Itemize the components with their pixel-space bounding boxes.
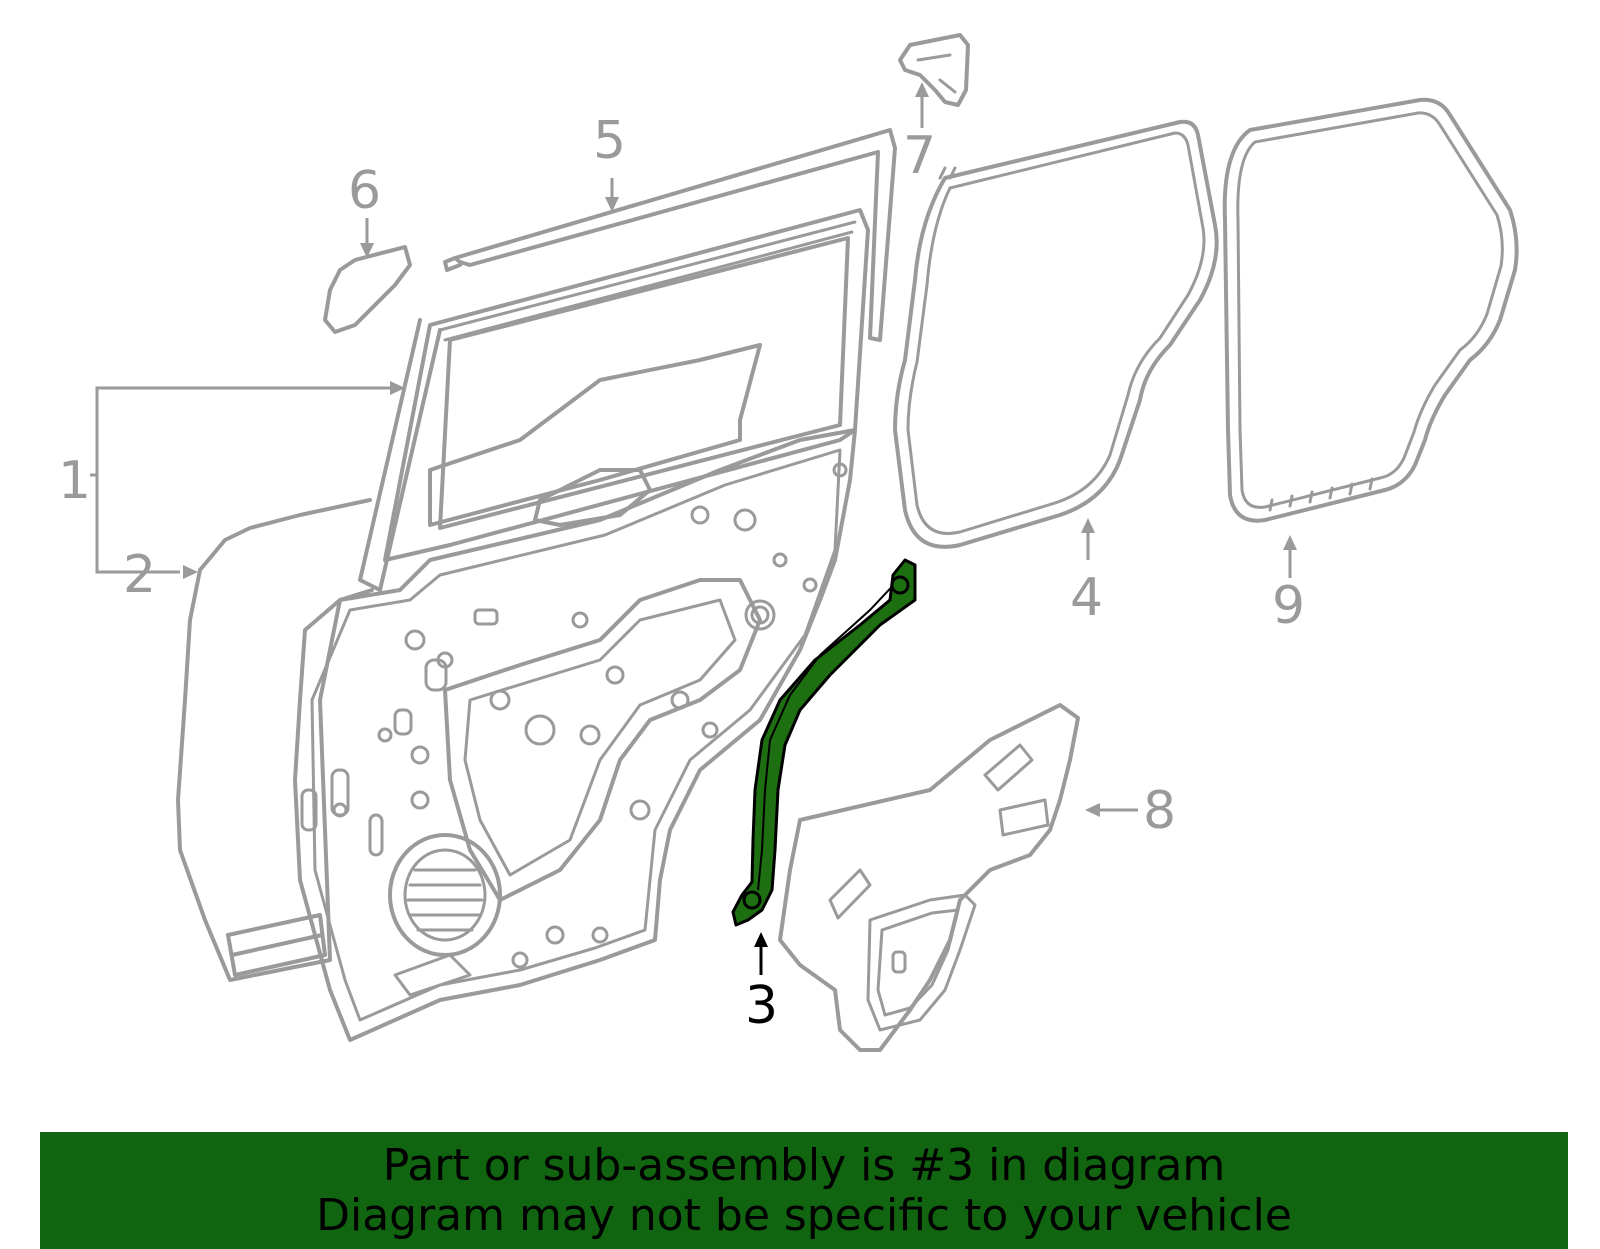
parts-diagram: 1 2 3 4 5 6 7 8 9 <box>58 33 1519 1052</box>
handle-recess <box>533 468 652 527</box>
cover-inner-opening-2 <box>876 908 960 1017</box>
corner-bracket-detail <box>916 53 957 94</box>
callout-8: 8 <box>1143 781 1176 841</box>
callout-3: 3 <box>745 976 778 1036</box>
frame-top-rib <box>438 220 857 342</box>
door-assembly <box>176 208 870 1042</box>
banner-line-1: Part or sub-assembly is #3 in diagram <box>382 1139 1226 1191</box>
cover-window-3 <box>828 868 872 920</box>
access-hole-inner <box>463 598 737 877</box>
corner-bracket <box>898 33 970 107</box>
window-frame-inner <box>438 236 850 530</box>
door-glass <box>428 343 762 527</box>
speaker-opening-inner <box>403 848 487 942</box>
body-weatherstrip <box>1222 97 1519 523</box>
service-hole-cover <box>778 703 1080 1052</box>
callout-4: 4 <box>1070 568 1103 628</box>
door-weatherstrip-inner <box>906 131 1206 535</box>
callout-1: 1 <box>58 451 91 511</box>
callout-5: 5 <box>593 111 626 171</box>
body-weatherstrip-inner <box>1236 111 1504 509</box>
cap-part <box>323 245 412 334</box>
callout-7: 7 <box>903 126 936 186</box>
banner-line-2: Diagram may not be specific to your vehi… <box>316 1189 1292 1241</box>
part-3-hole-top <box>890 575 910 595</box>
cover-clip-slot <box>891 950 907 974</box>
access-hole-large <box>443 578 762 902</box>
leader-lines <box>90 82 1297 975</box>
speaker-grille <box>406 868 484 932</box>
callout-labels: 1 2 3 4 5 6 7 8 9 <box>58 111 1305 1036</box>
part-3-rib <box>757 577 901 891</box>
lower-pocket <box>393 953 472 997</box>
window-pillar <box>358 318 442 592</box>
panel-holes <box>332 462 848 969</box>
info-banner: Part or sub-assembly is #3 in diagram Di… <box>40 1132 1568 1249</box>
part-3-hole-bottom <box>742 890 762 910</box>
speaker-opening <box>388 833 502 957</box>
window-frame <box>383 208 870 562</box>
door-inner-panel <box>293 428 857 1042</box>
callout-6: 6 <box>348 161 381 221</box>
weatherstrip-tab <box>938 166 957 180</box>
cover-inner-opening <box>866 893 977 1032</box>
body-weatherstrip-hatch <box>1268 477 1374 512</box>
door-inner-panel-rim <box>310 448 842 1022</box>
door-sill-strip <box>226 913 327 977</box>
panel-slots <box>300 608 499 857</box>
callout-2: 2 <box>123 545 156 605</box>
highlighted-part-3 <box>731 558 917 927</box>
cover-window-1 <box>983 743 1034 792</box>
door-weatherstrip <box>893 119 1219 549</box>
door-outer-skin <box>176 498 374 982</box>
callout-9: 9 <box>1272 576 1305 636</box>
cover-window-2 <box>998 798 1050 837</box>
glass-run-channel <box>443 128 897 342</box>
